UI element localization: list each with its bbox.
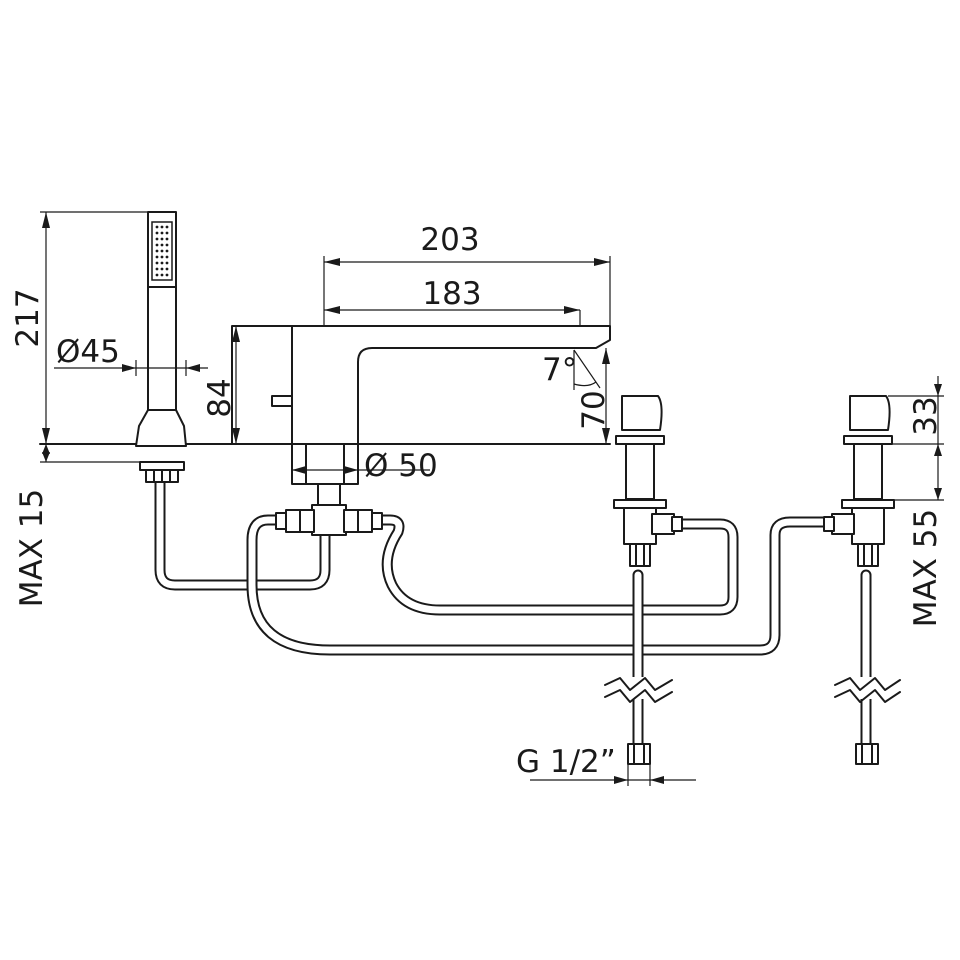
- dim-label: Ø 50: [364, 448, 438, 484]
- flexible-hoses: [154, 474, 872, 751]
- dimension-spout-angle: 7°: [542, 349, 601, 390]
- dimension-mixer-height: 84: [202, 326, 240, 444]
- dimension-total-length: 203: [323, 222, 611, 326]
- dim-label: MAX 15: [14, 489, 50, 608]
- dim-label: 217: [10, 288, 46, 347]
- dimension-deck-thickness-valve: MAX 55: [894, 444, 944, 627]
- dim-label: 84: [202, 378, 238, 417]
- dimension-deck-thickness-handshower: MAX 15: [14, 444, 140, 607]
- hand-shower: [135, 211, 187, 483]
- dimension-spout-reach: 183: [324, 276, 581, 326]
- dim-label: 183: [422, 276, 481, 312]
- valve-right: [823, 395, 895, 765]
- dimension-handshower-height: 217: [10, 211, 148, 444]
- dim-label: G 1/2”: [516, 744, 616, 780]
- dimension-outlet-height: 70: [576, 348, 612, 444]
- dimension-connection-thread: G 1/2”: [516, 744, 696, 786]
- dimension-mixer-base-diameter: Ø 50: [292, 448, 438, 484]
- dim-label: 203: [420, 222, 479, 258]
- dim-label: 33: [908, 396, 944, 435]
- hose-break-symbol: [604, 677, 673, 703]
- dim-label: 7°: [542, 352, 577, 388]
- dim-label: MAX 55: [908, 509, 944, 628]
- dimension-valve-height: 33: [888, 376, 944, 456]
- dimension-handshower-diameter: Ø45: [54, 334, 208, 376]
- valve-middle: [613, 395, 683, 765]
- hose-break-symbol: [834, 677, 901, 703]
- dim-label: Ø45: [56, 334, 120, 370]
- dim-label: 70: [576, 390, 612, 429]
- bath-mixer-spout: [231, 325, 611, 536]
